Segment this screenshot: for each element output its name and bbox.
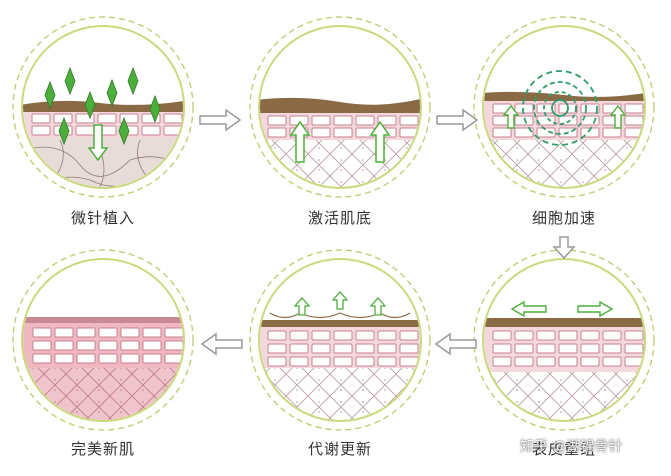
step-label-6: 完美新肌 [70,440,135,458]
cell-row [31,113,183,136]
step-label-1: 微针植入 [70,209,135,227]
left-arrow-icon [200,332,243,356]
step-label-3: 细胞加速 [531,209,596,227]
shedding-curve [269,312,411,319]
step-label-4: 表皮重组 [531,440,596,458]
left-arrow-icon [434,332,477,356]
step-label-2: 激活肌底 [307,209,372,227]
needle-icons [44,66,161,146]
step-label-5: 代谢更新 [307,440,372,458]
flow-arrows [199,108,576,356]
watermark: 知乎 @湖锦骨针 [520,439,623,455]
step-circle-6 [12,249,194,431]
ripple-icon [522,70,598,146]
horizontal-arrow-icon [510,300,614,318]
up-arrow-icon [289,120,391,163]
right-arrow-icon [436,108,479,132]
step-circle-1 [12,16,194,198]
right-arrow-icon [199,108,242,132]
step-circle-2 [249,16,431,198]
step-circle-3 [473,16,655,198]
up-arrow-icon [502,104,627,129]
up-arrow-icon [293,291,387,316]
step-circle-5 [249,249,431,431]
step-circle-4 [473,249,655,431]
down-arrow-icon [552,236,576,260]
down-arrow-icon [87,124,109,162]
